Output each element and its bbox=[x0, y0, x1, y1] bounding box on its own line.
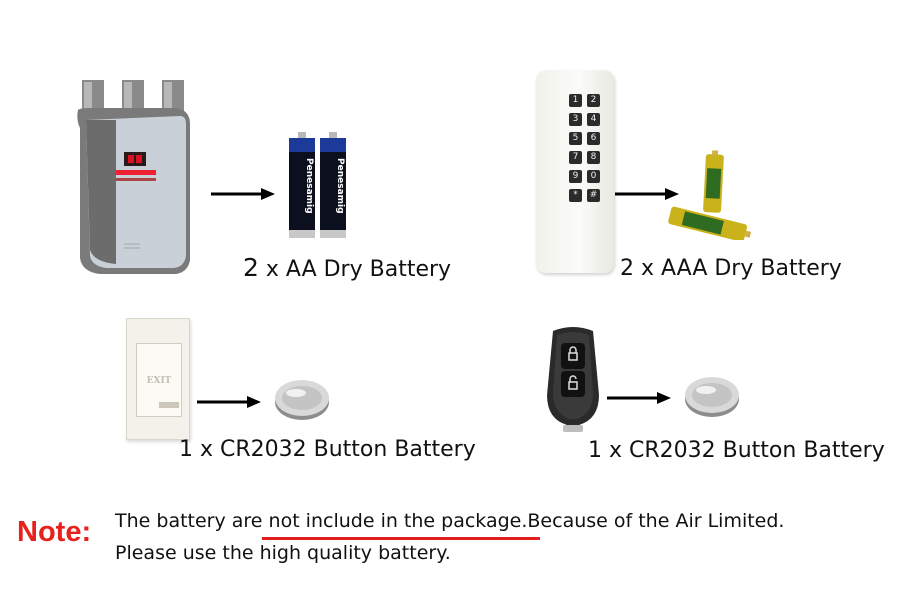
note-heading: Note: bbox=[17, 516, 92, 548]
note-line-1: The battery are not include in the packa… bbox=[115, 510, 784, 532]
note-text-before: The battery are bbox=[115, 510, 269, 532]
wireless-lock-image bbox=[77, 80, 190, 274]
aaa-battery-image bbox=[668, 150, 752, 240]
keypad-key: 8 bbox=[587, 151, 600, 164]
aa-battery-image: Penesamig Penesamig bbox=[289, 132, 346, 238]
cr2032-battery-label: 1 x CR2032 Button Battery bbox=[588, 438, 885, 463]
cr2032-battery-label: 1 x CR2032 Button Battery bbox=[179, 437, 476, 462]
remote-control-image bbox=[547, 327, 599, 432]
aaa-battery-label: 2 x AAA Dry Battery bbox=[620, 256, 842, 281]
note-text-after: .Because of the Air Limited. bbox=[521, 510, 785, 532]
battery-brand-text: Penesamig bbox=[304, 158, 314, 214]
coin-battery-image bbox=[685, 377, 739, 417]
keypad-image: 1 2 3 4 5 6 7 8 9 0 * # bbox=[536, 70, 614, 273]
note-line-2: Please use the high quality battery. bbox=[115, 542, 451, 564]
arrow-right-icon bbox=[197, 396, 261, 408]
keypad-key: 9 bbox=[569, 170, 582, 183]
aa-quantity: 2 bbox=[243, 253, 259, 282]
keypad-key: 7 bbox=[569, 151, 582, 164]
keypad-key: 1 bbox=[569, 94, 582, 107]
keypad-key: 4 bbox=[587, 113, 600, 126]
aa-battery-label: 2 x AA Dry Battery bbox=[243, 253, 451, 282]
keypad-key: * bbox=[569, 189, 582, 202]
exit-text: EXIT bbox=[146, 376, 172, 386]
keypad-key: 5 bbox=[569, 132, 582, 145]
aa-description: x AA Dry Battery bbox=[258, 257, 452, 282]
arrow-right-icon bbox=[615, 188, 679, 200]
keypad-key: 2 bbox=[587, 94, 600, 107]
coin-battery-image bbox=[275, 380, 329, 420]
keypad-key: 0 bbox=[587, 170, 600, 183]
note-text-underlined: not include in the package bbox=[268, 510, 522, 532]
exit-indicator bbox=[159, 402, 179, 408]
keypad-key: # bbox=[587, 189, 600, 202]
exit-button-image: EXIT bbox=[126, 318, 190, 440]
keypad-key: 3 bbox=[569, 113, 582, 126]
arrow-right-icon bbox=[607, 392, 671, 404]
keypad-key: 6 bbox=[587, 132, 600, 145]
exit-button-face: EXIT bbox=[136, 343, 182, 417]
note-underline bbox=[262, 537, 540, 540]
arrow-right-icon bbox=[211, 188, 275, 200]
battery-brand-text: Penesamig bbox=[335, 158, 345, 214]
